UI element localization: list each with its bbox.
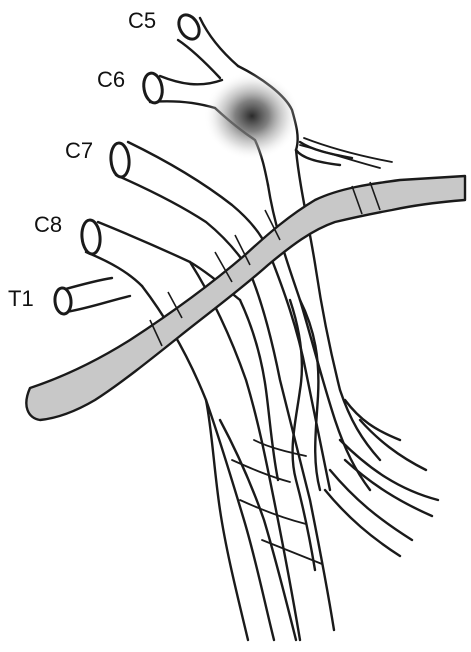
c7-root-end — [110, 142, 131, 177]
upper-trunk — [142, 11, 352, 185]
medial-cord-c — [240, 300, 278, 480]
c5-root-end — [175, 11, 204, 43]
label-c5: C5 — [128, 8, 156, 33]
branch-right-upper — [345, 400, 426, 470]
branch-right-mid — [340, 440, 438, 516]
t1-root-end — [54, 287, 72, 314]
root-labels: C5 C6 C7 C8 T1 — [8, 8, 156, 311]
suprascapular-branch — [300, 138, 392, 168]
label-c6: C6 — [97, 67, 125, 92]
artery-body — [26, 176, 465, 420]
subclavian-artery — [26, 176, 465, 420]
t1-root-upper — [62, 278, 112, 290]
t1-root-lower — [66, 296, 130, 312]
label-c8: C8 — [34, 212, 62, 237]
cords-and-branches — [142, 138, 438, 640]
branch-right-lower — [325, 470, 412, 556]
middle-trunk — [110, 142, 268, 268]
lower-branch-mid — [220, 420, 296, 640]
c7-root-lower — [116, 175, 248, 268]
lesion-highlight — [204, 72, 300, 160]
c8-root-end — [81, 219, 102, 254]
label-t1: T1 — [8, 286, 34, 311]
label-c7: C7 — [65, 138, 93, 163]
